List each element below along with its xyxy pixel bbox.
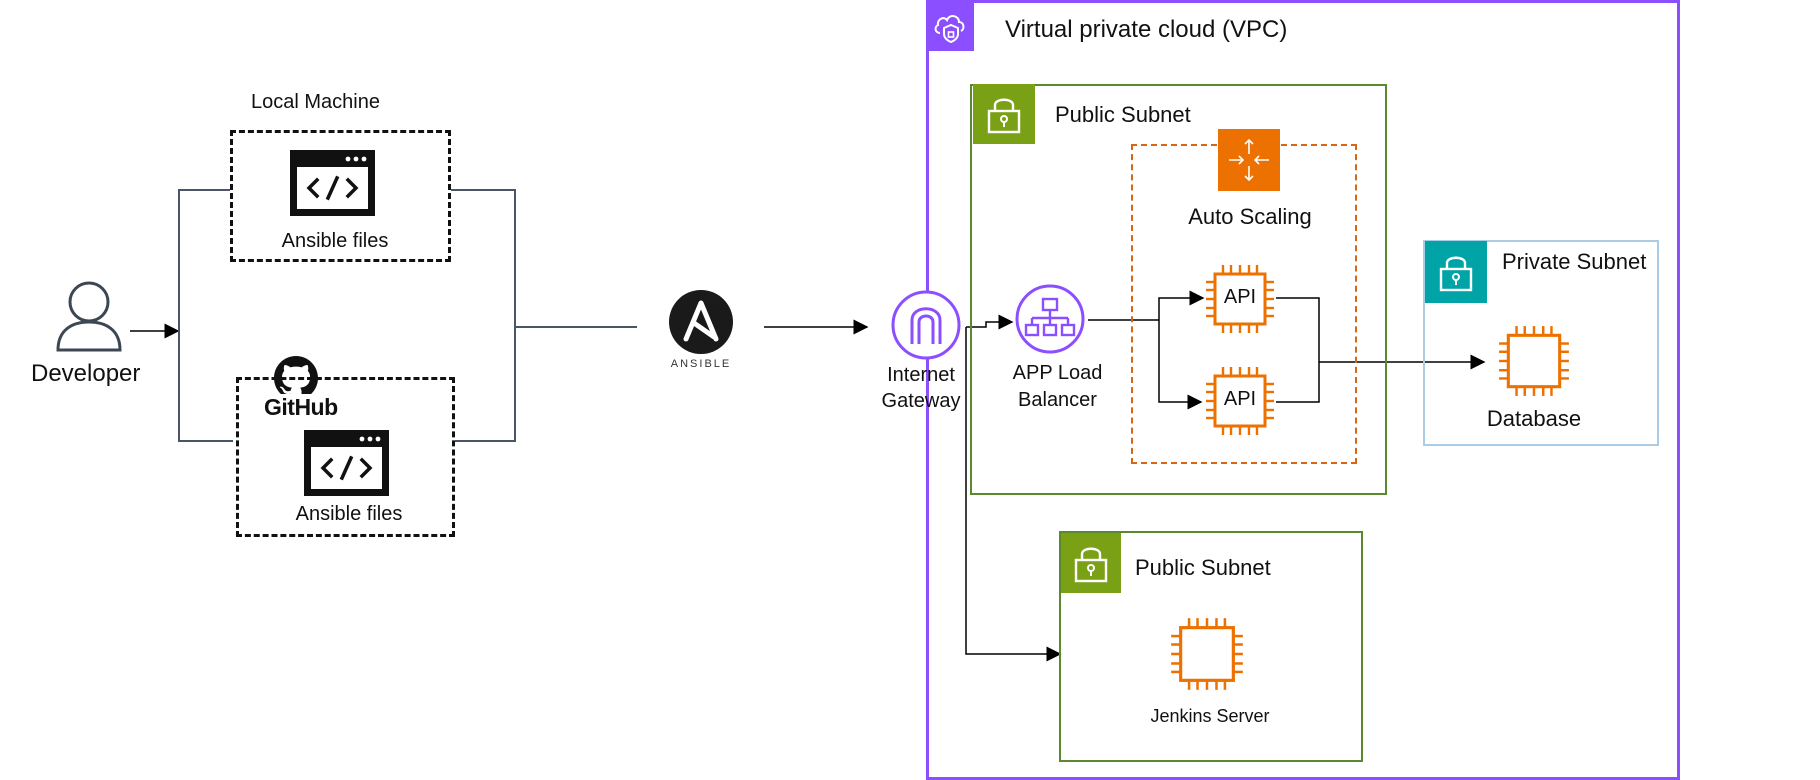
developer-icon	[56, 281, 122, 352]
load-balancer-label-line1: APP Load	[1012, 362, 1103, 384]
github-octocat-icon	[274, 356, 318, 399]
github-box	[236, 377, 455, 537]
vpc-container	[926, 0, 1680, 780]
vpc-badge	[926, 0, 974, 51]
api-label: API	[1223, 388, 1257, 410]
database-label: Database	[1486, 406, 1582, 431]
jenkins-ec2-icon	[1171, 618, 1243, 690]
api-label: API	[1223, 286, 1257, 308]
cloud-shield-icon	[934, 14, 965, 43]
gateway-to-jenkins-arrow	[965, 327, 1062, 662]
auto-scaling-icon	[1229, 138, 1269, 182]
api-instance-1: API	[1203, 262, 1277, 336]
internet-gateway-icon	[891, 290, 961, 360]
github-ansible-files-label: Ansible files	[295, 503, 403, 525]
developer-label: Developer	[31, 360, 141, 387]
ec2-instance-icon	[1206, 265, 1274, 333]
public-subnet-bottom-badge	[1061, 533, 1121, 593]
ansible-wordmark: ANSIBLE	[670, 358, 732, 370]
code-window-icon	[304, 430, 389, 496]
api-instance-2: API	[1203, 364, 1277, 438]
local-ansible-files-label: Ansible files	[281, 230, 389, 252]
code-window-icon	[290, 150, 375, 216]
public-subnet-top-badge	[973, 84, 1035, 144]
public-subnet-bottom	[1059, 531, 1363, 762]
vpc-title: Virtual private cloud (VPC)	[1005, 16, 1288, 43]
load-balancer-label-line2: Balancer	[1018, 389, 1097, 411]
lb-to-api1-arrow	[1158, 290, 1205, 320]
load-balancer-icon	[1015, 284, 1085, 354]
ec2-instance-icon	[1206, 367, 1274, 435]
local-machine-box	[230, 130, 451, 262]
public-subnet-top	[970, 84, 1387, 495]
internet-gateway-label-line2: Gateway	[881, 390, 961, 412]
api2-to-db-line	[1276, 362, 1320, 403]
jenkins-label: Jenkins Server	[1150, 706, 1270, 726]
internet-gateway-label-line1: Internet	[887, 364, 955, 386]
auto-scaling-badge	[1218, 129, 1280, 191]
auto-scaling-title: Auto Scaling	[1188, 204, 1312, 229]
private-subnet-badge	[1425, 241, 1487, 303]
lb-to-api2-arrow	[1158, 320, 1203, 410]
left-bracket-line	[178, 189, 233, 442]
lock-icon	[987, 98, 1021, 134]
database-ec2-icon	[1499, 326, 1569, 396]
private-subnet	[1423, 240, 1659, 446]
right-bracket-line	[451, 189, 516, 442]
ansible-logo-icon	[669, 290, 733, 354]
lock-icon	[1439, 256, 1473, 292]
public-subnet-bottom-title: Public Subnet	[1135, 555, 1271, 580]
api1-to-db-line	[1276, 297, 1320, 362]
private-subnet-title: Private Subnet	[1502, 249, 1647, 274]
github-wordmark: GitHub	[262, 394, 340, 421]
local-machine-title: Local Machine	[251, 91, 380, 113]
gateway-to-lb-arrow	[966, 314, 1014, 330]
lock-icon	[1074, 547, 1108, 583]
public-subnet-top-title: Public Subnet	[1055, 102, 1191, 127]
